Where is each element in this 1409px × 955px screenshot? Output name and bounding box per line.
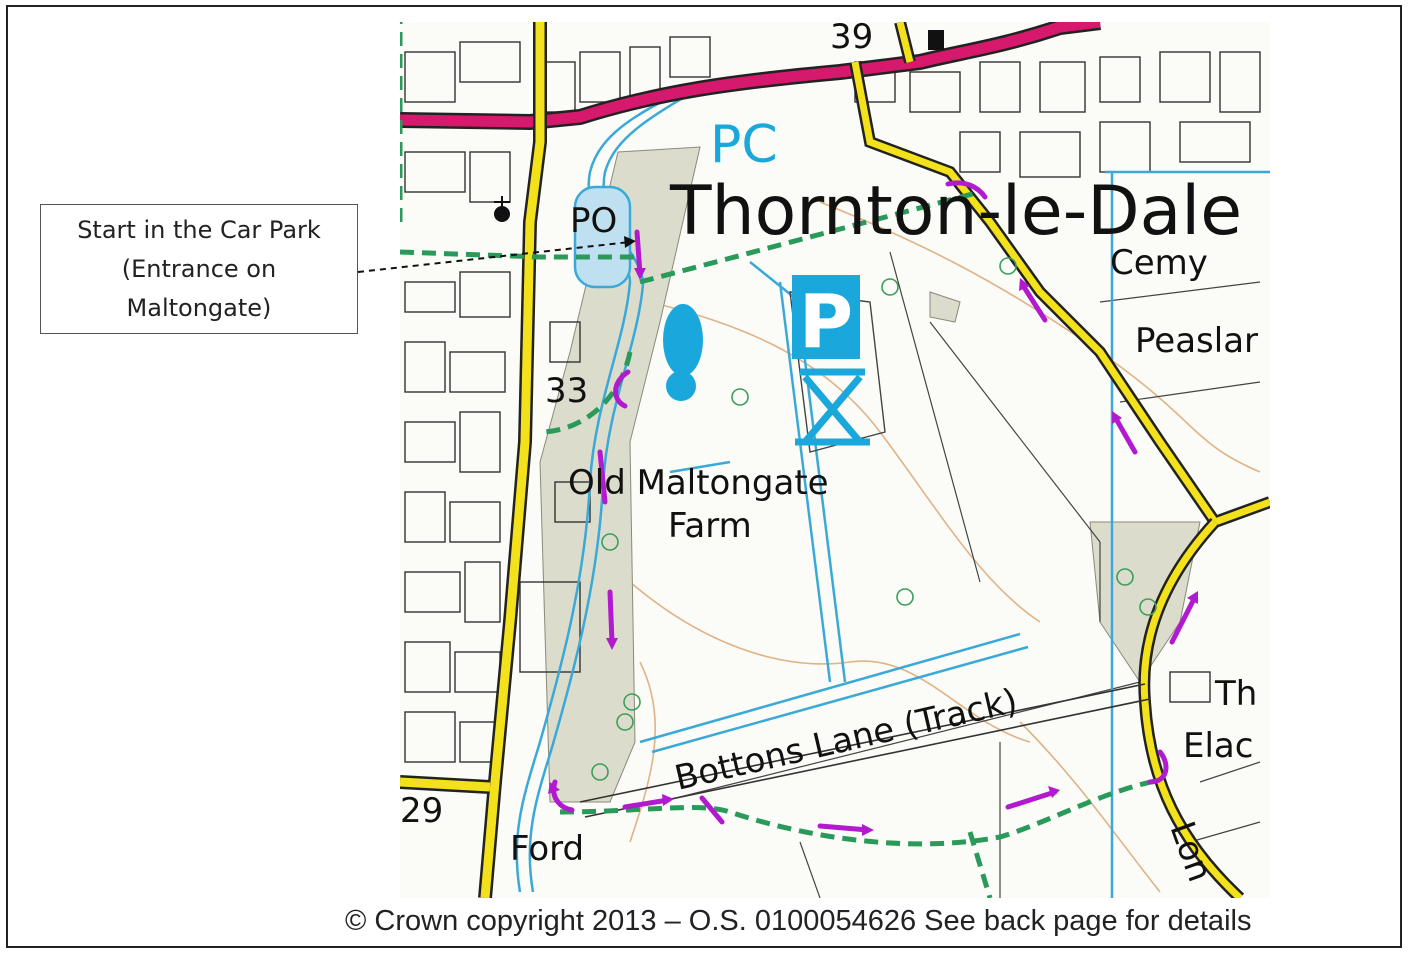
- route-arrowheads: [548, 268, 1198, 836]
- town-label: Thornton-le-Dale: [669, 172, 1242, 251]
- building-symbol: [928, 30, 944, 50]
- elac-label: Elac: [1183, 726, 1253, 766]
- trees-icon: [591, 257, 1157, 781]
- a-road-maltongate: [400, 22, 1101, 128]
- callout-line-2: (Entrance on: [121, 254, 277, 283]
- peaslands-label: Peaslar: [1135, 321, 1258, 361]
- bottons-lane-track: [579, 683, 1151, 818]
- spot-height-29: 29: [400, 791, 443, 831]
- lon-label: Lon: [1162, 816, 1220, 887]
- route-direction-arrows: [551, 180, 1198, 833]
- a-road-casing: [400, 22, 1101, 131]
- footprint-icon: [663, 304, 703, 401]
- ford-label: Ford: [510, 829, 584, 869]
- svg-text:P: P: [799, 279, 853, 365]
- callout-line-3: Maltongate): [126, 293, 272, 322]
- thorn-label: Th: [1214, 674, 1257, 714]
- post-office-label: PO: [570, 201, 617, 241]
- copyright-notice: © Crown copyright 2013 – O.S. 0100054626…: [345, 905, 1252, 937]
- os-map: P Thornton-le-Dale PO PC: [400, 22, 1270, 898]
- start-callout-box: Start in the Car Park (Entrance on Malto…: [40, 204, 358, 334]
- public-convenience-label: PC: [710, 115, 778, 175]
- spot-height-33: 33: [545, 371, 588, 411]
- church-icon: [494, 196, 510, 222]
- callout-line-1: Start in the Car Park: [77, 215, 321, 244]
- minor-roads: [400, 22, 1270, 898]
- buildings-west: [404, 36, 1261, 763]
- farm-label-line2: Farm: [668, 506, 752, 546]
- picnic-site-icon: [795, 368, 870, 446]
- spot-height-39: 39: [830, 22, 873, 57]
- os-map-canvas: P Thornton-le-Dale PO PC: [400, 22, 1270, 898]
- farm-label-line1: Old Maltongate: [568, 463, 829, 503]
- parking-icon: P: [792, 275, 860, 365]
- cemetery-label: Cemy: [1110, 243, 1208, 283]
